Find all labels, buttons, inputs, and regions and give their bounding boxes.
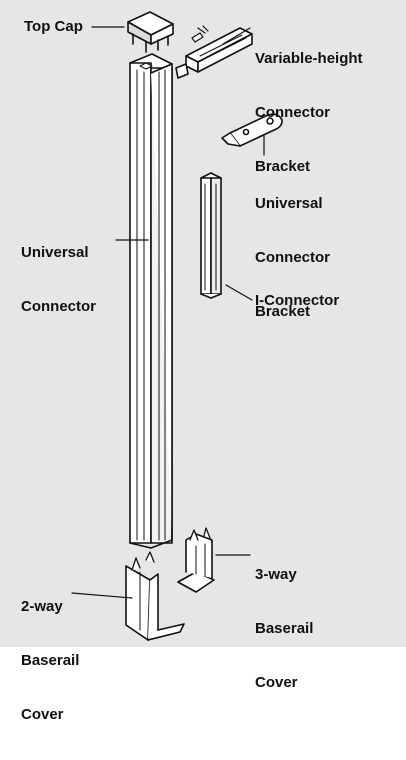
label-line: Cover [21, 706, 64, 723]
leader-lines [71, 26, 265, 599]
label-line: Universal [21, 244, 89, 261]
two-way-baserail-cover-label: 2-way Baserail Cover [21, 562, 79, 760]
three-way-baserail-cover-label: 3-way Baserail Cover [255, 530, 313, 728]
label-line: Cover [255, 674, 298, 691]
i-connector-leader [225, 284, 253, 301]
label-line: Bracket [255, 158, 311, 175]
label-line: Baserail [21, 652, 80, 669]
i-connector-part [200, 172, 222, 299]
variable-bracket-leader [222, 27, 251, 45]
parts-diagram: Top Cap Variable-height Connector Bracke… [0, 0, 406, 723]
label-line: Bracket [255, 303, 311, 320]
label-line: Variable-height [255, 50, 363, 67]
two-way-baserail-cover-part [125, 551, 185, 641]
i-connector-label: I-Connector [255, 292, 340, 309]
label-line: 3-way [255, 566, 297, 583]
universal-connector-part [129, 53, 173, 549]
label-line: Baserail [255, 620, 314, 637]
universal-connector-bracket-label: Universal Connector Bracket [255, 159, 330, 357]
two-way-cover-leader [71, 592, 133, 599]
three-way-baserail-cover-part [177, 527, 215, 593]
diagram-artwork [71, 11, 283, 641]
label-line: 2-way [21, 598, 63, 615]
variable-height-bracket-label: Variable-height Connector Bracket [255, 14, 363, 212]
top-cap-part [127, 11, 174, 53]
universal-connector-label: Universal Connector [21, 208, 96, 352]
label-line: Universal [255, 195, 323, 212]
universal-connector-bracket-part [221, 113, 283, 147]
label-line: Connector [21, 298, 96, 315]
label-line: Connector [255, 249, 330, 266]
top-cap-label: Top Cap [24, 18, 83, 35]
label-line: Connector [255, 104, 330, 121]
